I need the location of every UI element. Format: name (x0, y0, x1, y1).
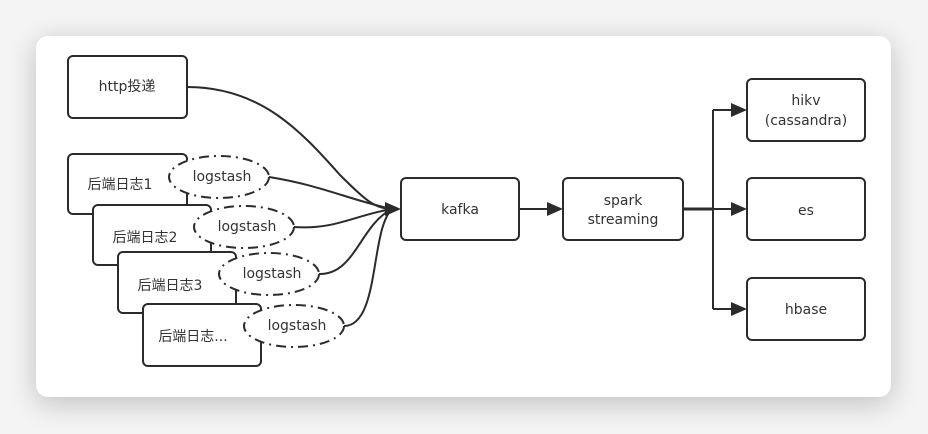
arrowhead-hikv-in (731, 103, 747, 117)
arrowhead-es-in (731, 202, 747, 216)
node-es[interactable]: es (746, 177, 866, 241)
node-logn[interactable]: 后端日志... (142, 303, 262, 367)
edge-log1-to-kafka (268, 176, 393, 210)
node-es-label: es (798, 203, 814, 219)
arrowhead-hbase-in (731, 302, 747, 316)
logstash-n[interactable]: logstash (243, 304, 345, 348)
logstash-1[interactable]: logstash (168, 155, 270, 199)
node-log3-label: 后端日志3 (138, 278, 203, 294)
node-kafka-label: kafka (441, 202, 479, 218)
node-hikv-label-line2: (cassandra) (765, 113, 847, 129)
node-log1-label: 后端日志1 (88, 177, 153, 193)
node-spark[interactable]: spark streaming (562, 177, 684, 241)
arrowhead-spark-in (547, 202, 563, 216)
node-hbase-label: hbase (785, 302, 827, 318)
node-hikv-label-line1: hikv (791, 93, 820, 109)
edge-logn-to-kafka (343, 208, 393, 327)
logstash-2[interactable]: logstash (193, 205, 295, 249)
edge-log2-to-kafka (293, 208, 393, 229)
logstash-3[interactable]: logstash (218, 252, 320, 296)
node-spark-label-line1: spark (604, 193, 644, 209)
node-log2-label: 后端日志2 (113, 230, 178, 246)
arrowhead-kafka-in (385, 202, 401, 216)
node-http[interactable]: http投递 (67, 55, 188, 119)
logstash-1-label: logstash (193, 169, 252, 185)
logstash-2-label: logstash (218, 219, 277, 235)
node-http-label: http投递 (99, 79, 156, 95)
node-kafka[interactable]: kafka (400, 177, 520, 241)
logstash-n-label: logstash (268, 318, 327, 334)
logstash-3-label: logstash (243, 266, 302, 282)
node-log2[interactable]: 后端日志2 (92, 204, 212, 266)
edge-log3-to-kafka (318, 208, 393, 276)
node-logn-label: 后端日志... (158, 329, 227, 345)
edges-layer (186, 86, 747, 327)
node-hbase[interactable]: hbase (746, 277, 866, 341)
node-spark-label-line2: streaming (588, 212, 659, 228)
node-hikv[interactable]: hikv (cassandra) (746, 78, 866, 142)
